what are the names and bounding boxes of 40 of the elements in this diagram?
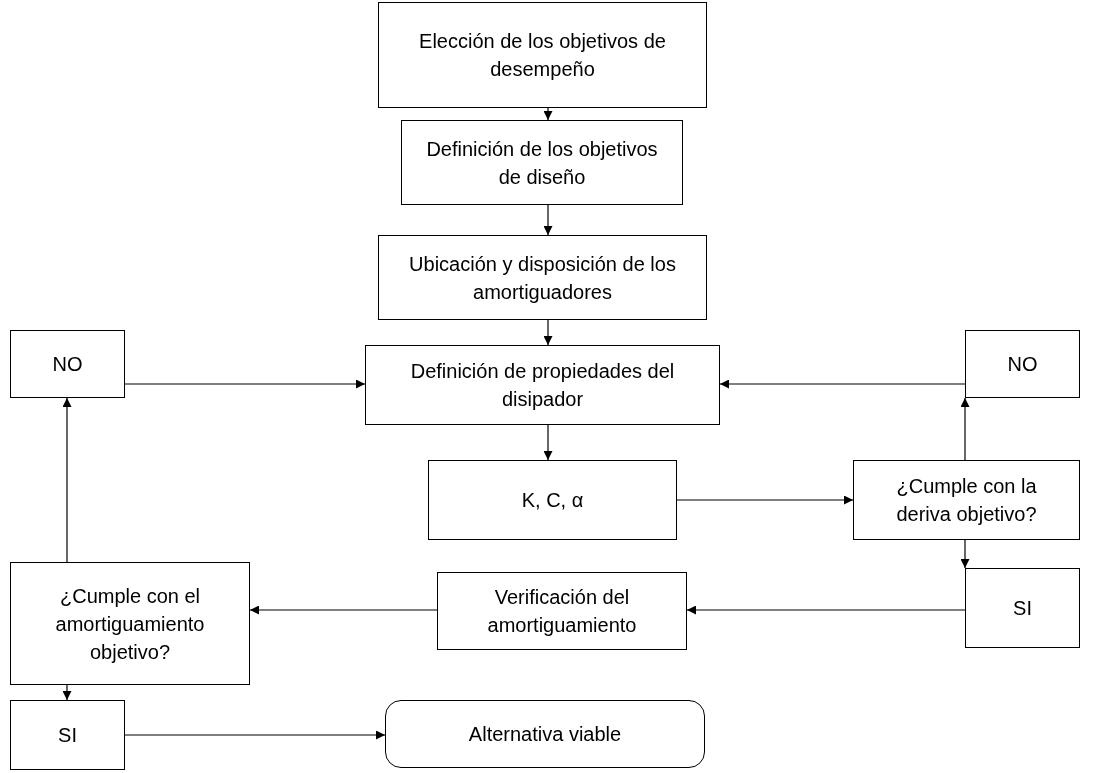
arrow xyxy=(124,730,386,740)
node-text: Ubicación y disposición de los amortiguadores xyxy=(408,251,677,305)
arrow xyxy=(543,107,553,121)
process-box xyxy=(401,120,683,205)
arrow xyxy=(62,684,72,701)
node-text: Definición de los objetivos de diseño xyxy=(425,136,659,190)
process-box xyxy=(965,568,1080,648)
node-text: Elección de los objetivos de desempeño xyxy=(418,29,667,82)
arrow xyxy=(960,397,970,461)
node-text: Alternativa viable xyxy=(468,722,622,747)
arrow xyxy=(249,605,438,615)
arrow xyxy=(543,424,553,461)
arrow xyxy=(676,495,854,505)
node-text: ¿Cumple con el amortiguamiento objetivo? xyxy=(54,583,206,665)
process-box xyxy=(365,345,720,425)
node-text: NO xyxy=(52,352,83,377)
node-text: SI xyxy=(1013,596,1032,621)
process-box xyxy=(385,700,705,768)
process-box xyxy=(10,562,250,685)
node-text: Definición de propiedades del disipador xyxy=(409,359,676,412)
arrow xyxy=(543,319,553,346)
node-text: K, C, α xyxy=(521,488,584,513)
node-text: ¿Cumple con la deriva objetivo? xyxy=(895,474,1038,527)
arrow xyxy=(124,379,366,389)
node-text: Verificación del amortiguamiento xyxy=(486,585,638,638)
arrow xyxy=(686,605,966,615)
arrow xyxy=(62,397,72,563)
process-box xyxy=(10,330,125,398)
process-box xyxy=(965,330,1080,398)
process-box xyxy=(378,235,707,320)
node-text: SI xyxy=(58,723,77,748)
arrow xyxy=(719,379,966,389)
process-box xyxy=(853,460,1080,540)
arrow xyxy=(960,539,970,569)
process-box xyxy=(378,2,707,108)
arrow xyxy=(543,204,553,236)
process-box xyxy=(10,700,125,770)
node-text: NO xyxy=(1007,352,1038,377)
process-box xyxy=(428,460,677,540)
process-box xyxy=(437,572,687,650)
